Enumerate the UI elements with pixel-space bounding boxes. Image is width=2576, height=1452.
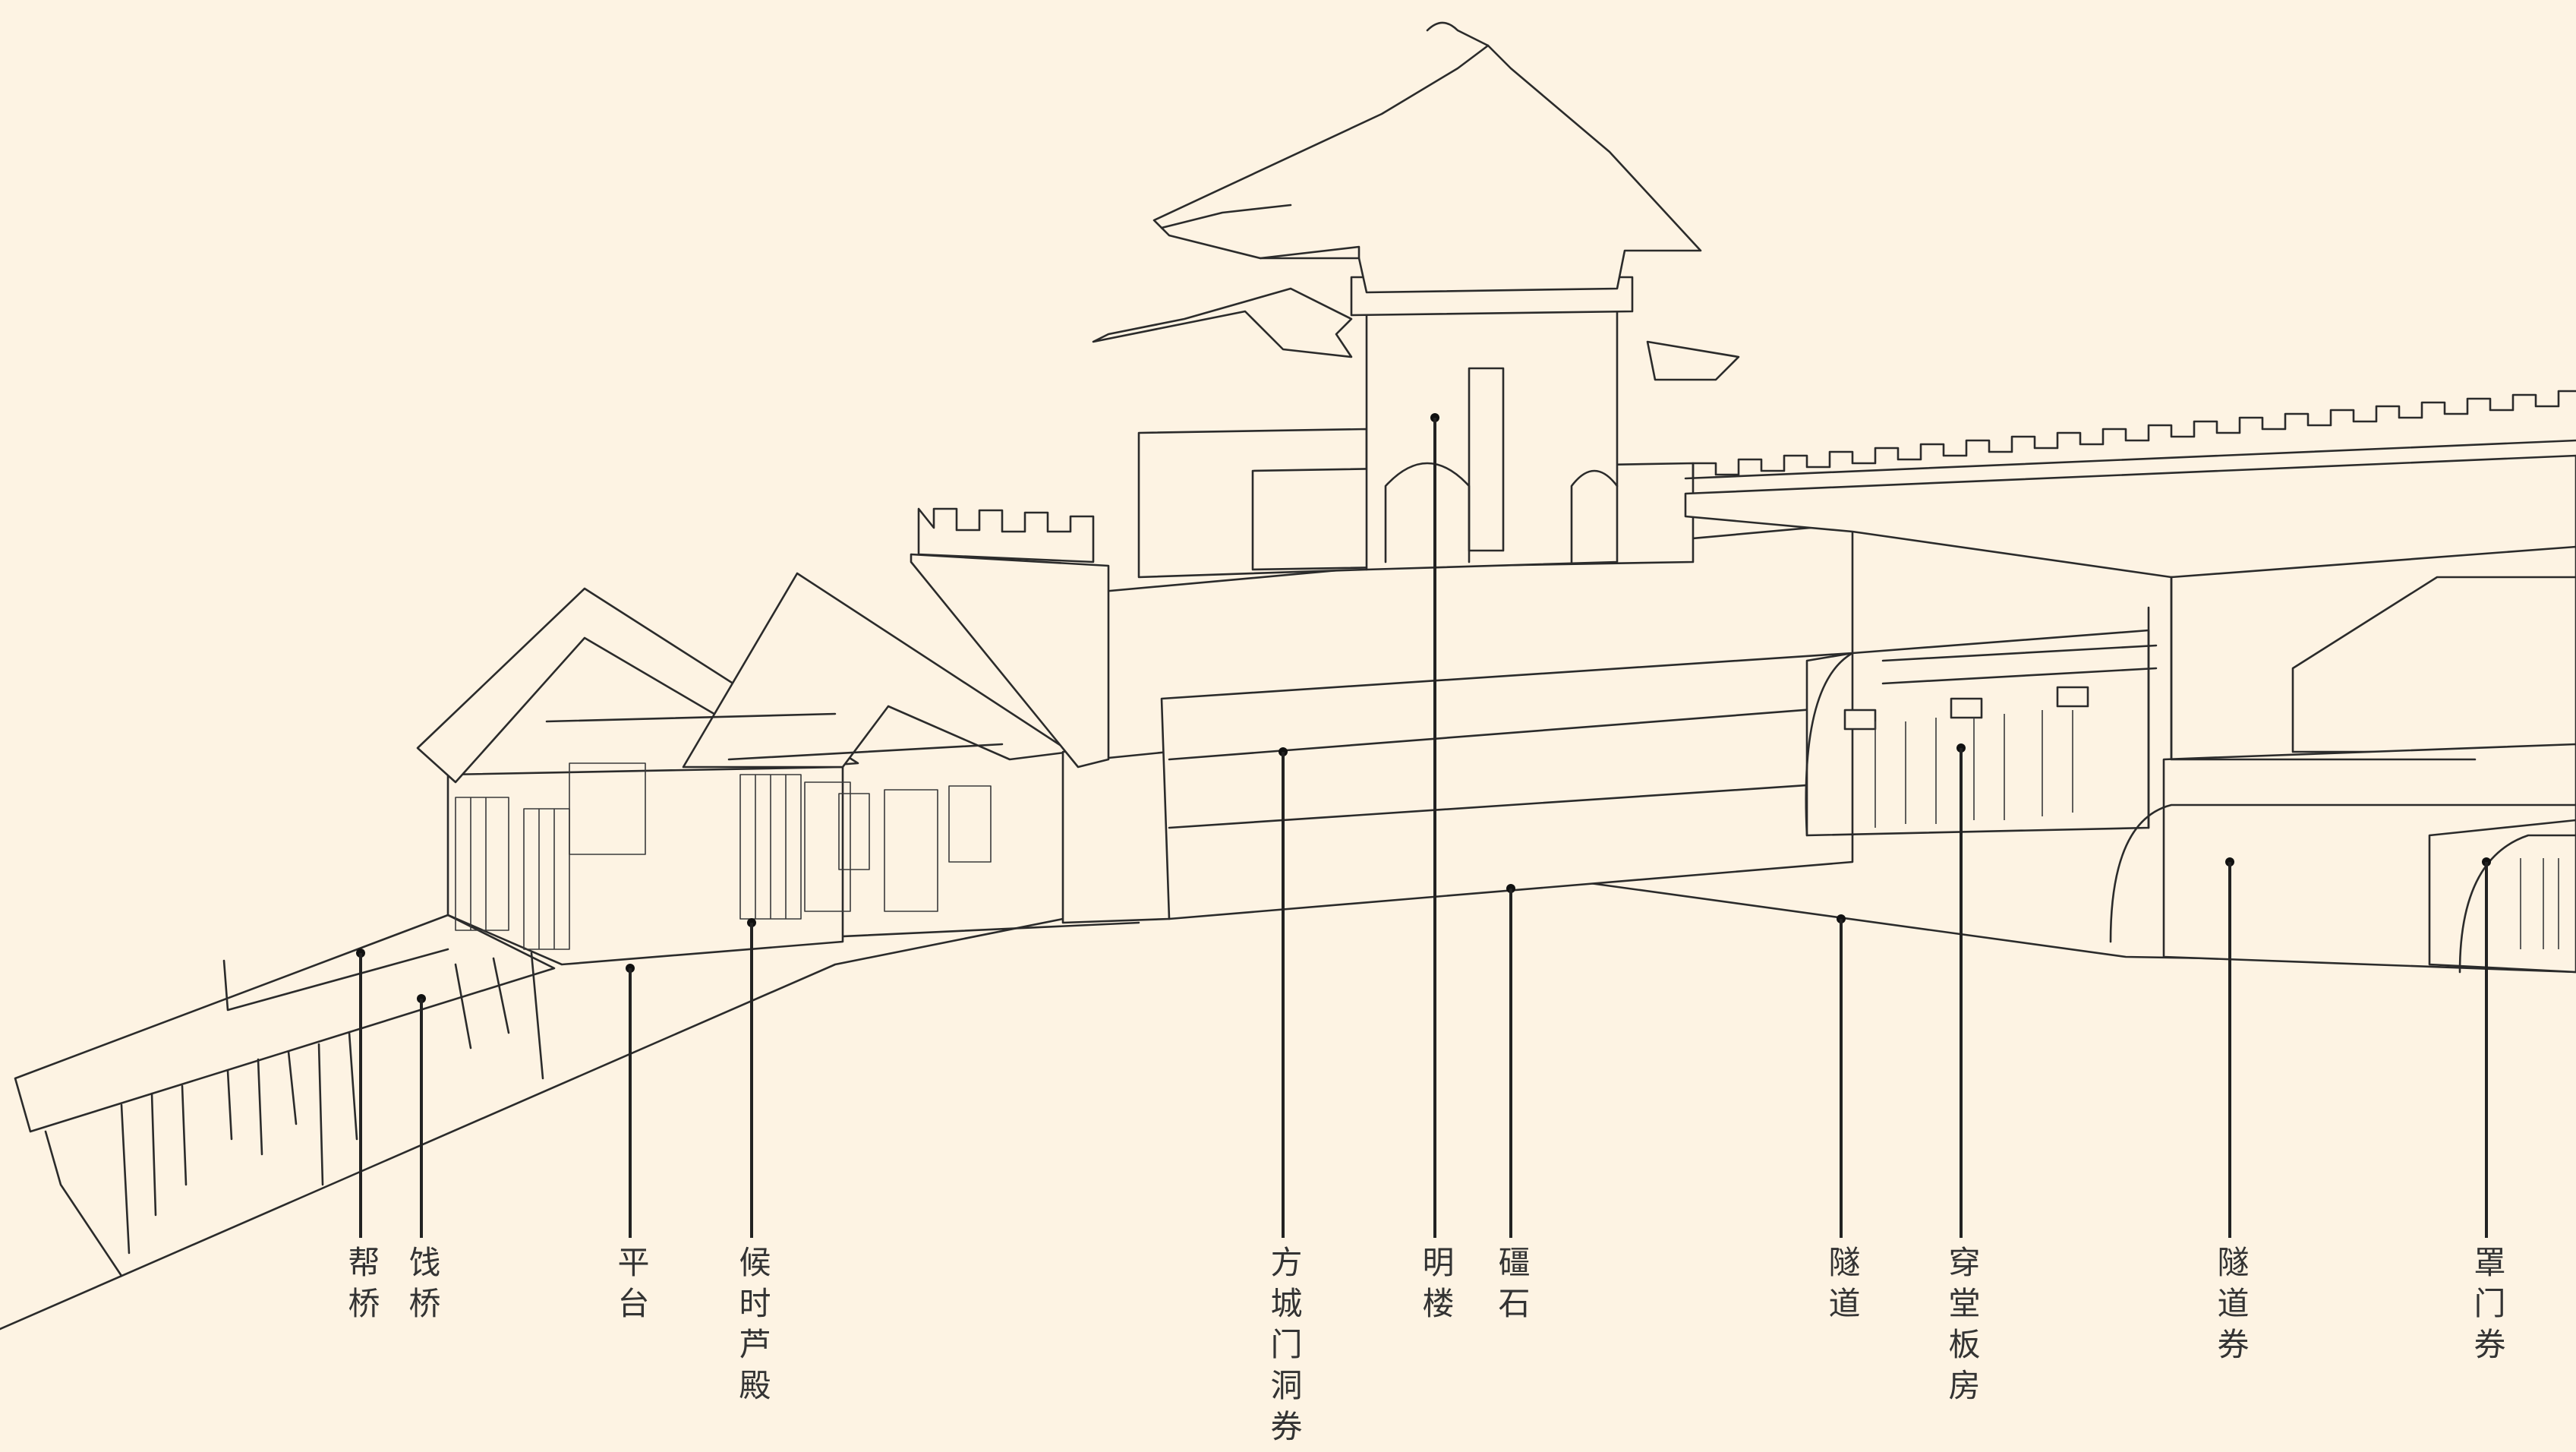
label-jianqiao: 饯桥	[404, 1245, 441, 1327]
label-chuantang: 穿堂板房	[1944, 1245, 1981, 1409]
label-suidaoquan: 隧道券	[2212, 1245, 2250, 1368]
leader-qiangshi	[1506, 884, 1515, 1238]
label-zhaomen: 罩门券	[2469, 1245, 2506, 1368]
label-qiangshi: 礓石	[1493, 1245, 1531, 1327]
leader-minglou	[1430, 413, 1439, 1238]
leader-suidao	[1837, 914, 1846, 1238]
leader-zhaomen	[2482, 857, 2491, 1238]
label-houshi: 候时芦殿	[734, 1245, 771, 1409]
label-fangcheng: 方城门洞券	[1266, 1245, 1303, 1450]
leader-houshi	[747, 918, 756, 1238]
leader-suidaoquan	[2225, 857, 2234, 1238]
leader-fangcheng	[1279, 747, 1288, 1238]
leader-bangqiao	[356, 949, 365, 1238]
label-bangqiao: 帮桥	[343, 1245, 380, 1327]
ming-tower	[1092, 21, 1740, 579]
bridge	[14, 914, 556, 1277]
leader-chuantang	[1956, 743, 1966, 1238]
right-wall	[1684, 390, 2576, 761]
label-suidao: 隧道	[1824, 1245, 1861, 1327]
pavilion	[416, 572, 1072, 966]
leader-jianqiao	[417, 994, 426, 1238]
label-minglou: 明楼	[1417, 1245, 1455, 1327]
passage-hall	[1805, 606, 2158, 837]
tunnel-vault	[2109, 576, 2576, 974]
leader-pingtai	[626, 964, 635, 1238]
label-pingtai: 平台	[613, 1245, 650, 1327]
